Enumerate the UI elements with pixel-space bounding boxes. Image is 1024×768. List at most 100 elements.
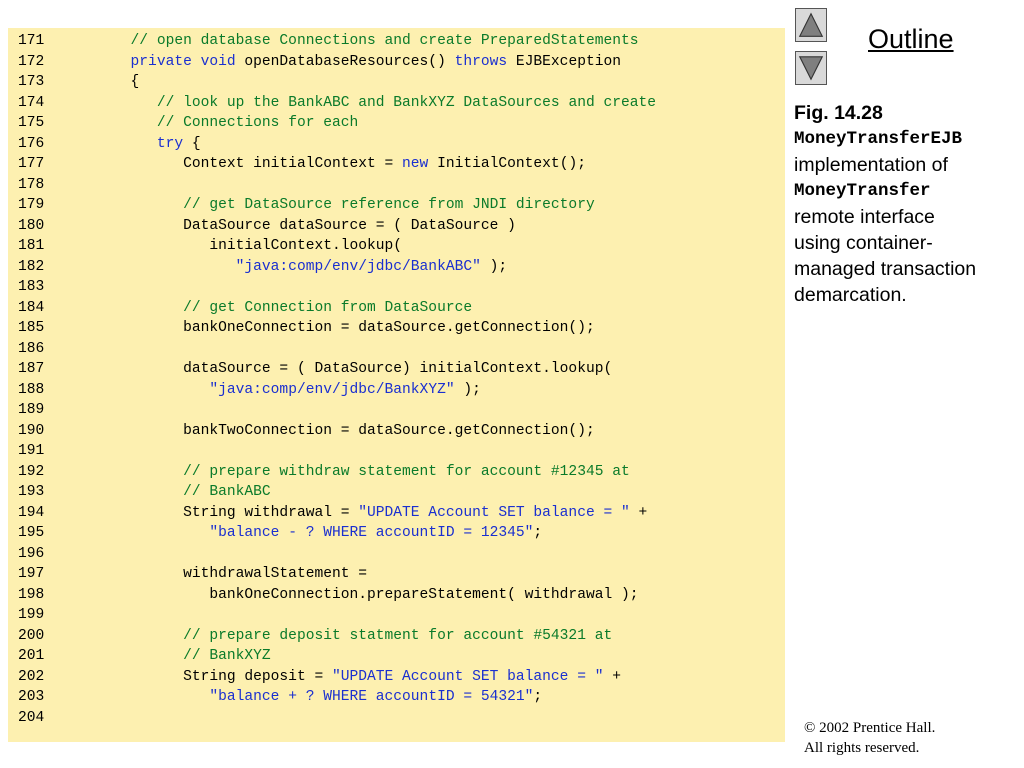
triangle-up-icon	[798, 12, 824, 37]
line-number: 197	[18, 566, 45, 582]
code-token: new	[402, 156, 429, 172]
code-token: String withdrawal =	[78, 504, 359, 521]
line-number: 188	[18, 381, 45, 398]
code-token: ;	[533, 689, 543, 705]
line-number: 179	[18, 197, 45, 213]
line-number: 172	[18, 53, 45, 70]
code-token: Context initialContext =	[78, 156, 403, 172]
line-number: 204	[18, 709, 45, 726]
line-number: 194	[18, 504, 45, 521]
code-line: 198 bankOneConnection.prepareStatement( …	[8, 585, 656, 606]
line-number: 193	[18, 484, 45, 500]
line-number: 195	[18, 525, 45, 541]
code-panel: 171 // open database Connections and cre…	[8, 28, 785, 742]
code-token: +	[603, 668, 621, 685]
code-line: 194 String withdrawal = "UPDATE Account …	[8, 503, 656, 524]
caption-line: demarcation.	[794, 284, 907, 306]
line-number: 184	[18, 299, 45, 316]
line-number: 178	[18, 176, 45, 193]
code-token: DataSource dataSource = ( DataSource )	[78, 217, 516, 234]
code-token: dataSource = ( DataSource) initialContex…	[78, 361, 613, 377]
code-token: private void	[130, 53, 236, 70]
code-token: ;	[533, 525, 543, 541]
code-listing: 171 // open database Connections and cre…	[8, 31, 656, 728]
code-line: 204	[8, 708, 656, 729]
line-number: 198	[18, 586, 45, 603]
figure-number: Fig. 14.28	[794, 102, 883, 124]
line-number: 199	[18, 607, 45, 623]
code-token	[78, 136, 157, 152]
code-token: withdrawalStatement =	[78, 566, 368, 582]
code-line: 191	[8, 441, 656, 462]
code-line: 186	[8, 339, 656, 360]
code-line: 172 private void openDatabaseResources()…	[8, 52, 656, 73]
code-token: // Connections for each	[156, 115, 359, 131]
code-token: // prepare withdraw statement for accoun…	[183, 463, 630, 480]
line-number: 203	[18, 689, 45, 705]
code-token	[78, 259, 236, 275]
code-line: 190 bankTwoConnection = dataSource.getCo…	[8, 421, 656, 442]
line-number: 177	[18, 156, 45, 172]
code-line: 196	[8, 544, 656, 565]
code-token	[78, 464, 183, 480]
code-line: 199	[8, 605, 656, 626]
next-slide-button[interactable]	[795, 51, 827, 85]
code-line: 187 dataSource = ( DataSource) initialCo…	[8, 359, 656, 380]
line-number: 190	[18, 422, 45, 439]
code-line: 175 // Connections for each	[8, 113, 656, 134]
line-number: 187	[18, 361, 45, 377]
code-line: 193 // BankABC	[8, 482, 656, 503]
code-token: "UPDATE Account SET balance = "	[331, 668, 604, 685]
line-number: 191	[18, 443, 45, 459]
code-token: openDatabaseResources()	[235, 53, 455, 70]
code-token: "java:comp/env/jdbc/BankABC"	[235, 258, 481, 275]
code-line: 192 // prepare withdraw statement for ac…	[8, 462, 656, 483]
line-number: 201	[18, 648, 45, 664]
triangle-down-icon	[798, 56, 824, 81]
code-token	[78, 54, 131, 70]
interface-name: MoneyTransfer	[794, 181, 931, 201]
line-number: 196	[18, 545, 45, 562]
code-token: // get Connection from DataSource	[183, 299, 473, 316]
code-line: 200 // prepare deposit statment for acco…	[8, 626, 656, 647]
code-line: 202 String deposit = "UPDATE Account SET…	[8, 667, 656, 688]
code-line: 195 "balance - ? WHERE accountID = 12345…	[8, 523, 656, 544]
code-token	[78, 197, 183, 213]
line-number: 200	[18, 627, 45, 644]
code-token: "java:comp/env/jdbc/BankXYZ"	[209, 381, 455, 398]
code-line: 179 // get DataSource reference from JND…	[8, 195, 656, 216]
code-token: EJBException	[507, 53, 621, 70]
line-number: 186	[18, 340, 45, 357]
code-token: +	[629, 504, 648, 521]
code-token: InitialContext();	[428, 156, 586, 172]
previous-slide-button[interactable]	[795, 8, 827, 42]
code-token: );	[454, 381, 481, 398]
code-token	[78, 115, 157, 131]
line-number: 173	[18, 74, 45, 90]
code-token	[78, 95, 157, 111]
outline-link[interactable]: Outline	[868, 24, 954, 54]
code-line: 184 // get Connection from DataSource	[8, 298, 656, 319]
code-line: 176 try {	[8, 134, 656, 155]
line-number: 183	[18, 279, 45, 295]
code-line: 177 Context initialContext = new Initial…	[8, 154, 656, 175]
caption-line: implementation of	[794, 154, 948, 176]
copyright-line: All rights reserved.	[804, 740, 920, 756]
code-line: 188 "java:comp/env/jdbc/BankXYZ" );	[8, 380, 656, 401]
code-token: );	[480, 258, 508, 275]
line-number: 202	[18, 668, 45, 685]
line-number: 185	[18, 320, 45, 336]
code-token: // BankABC	[183, 484, 271, 500]
code-token: initialContext.lookup(	[78, 238, 403, 254]
code-token: bankTwoConnection = dataSource.getConnec…	[78, 422, 595, 439]
code-token: // open database Connections and create …	[130, 33, 639, 49]
line-number: 182	[18, 258, 45, 275]
code-token	[78, 648, 183, 664]
code-token: "balance - ? WHERE accountID = 12345"	[209, 525, 534, 541]
caption-line: managed transaction	[794, 258, 977, 280]
code-token	[78, 689, 209, 705]
line-number: 176	[18, 135, 45, 152]
code-line: 201 // BankXYZ	[8, 646, 656, 667]
caption-line: remote interface	[794, 206, 935, 228]
line-number: 175	[18, 115, 45, 131]
